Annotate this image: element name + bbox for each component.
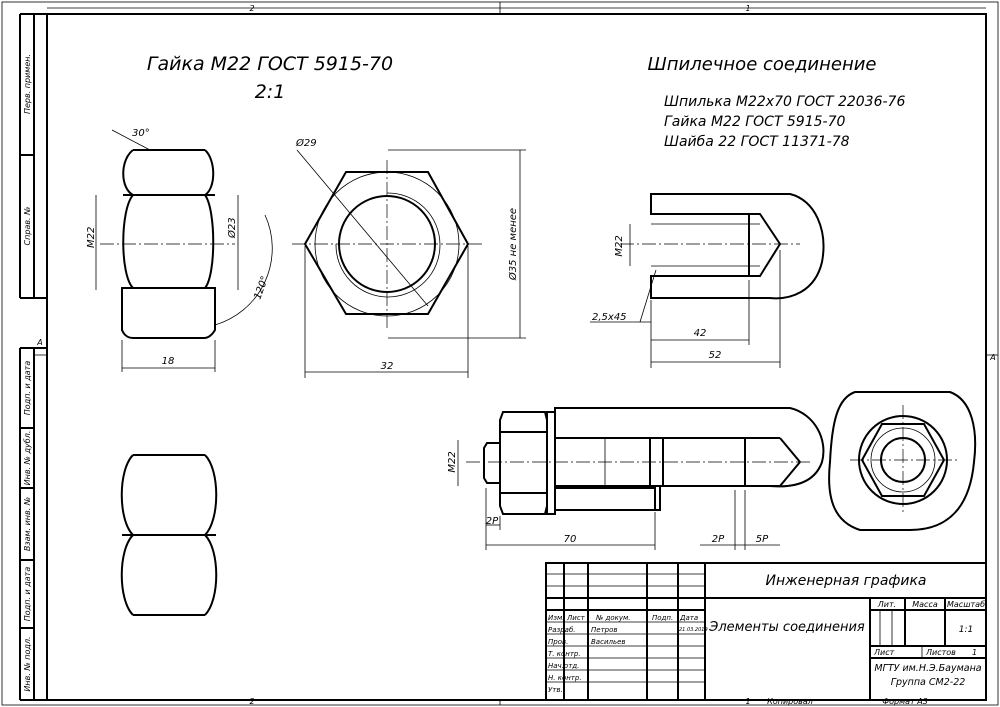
nut-side-view (120, 454, 218, 616)
tb-role-5: Н. контр. (548, 674, 582, 682)
tb-document-title: Элементы соединения (708, 620, 865, 635)
zone-side-right: A (989, 353, 995, 362)
tb-sheets-label: Листов (925, 648, 956, 657)
dim-thread-depth: 42 (694, 328, 707, 339)
tb-date: 21.03.2019 (679, 627, 708, 633)
tb-role-6: Утв. (548, 686, 563, 694)
part-3: Шайба 22 ГОСТ 11371-78 (664, 134, 850, 150)
nut-title: Гайка М22 ГОСТ 5915-70 (147, 53, 393, 75)
tb-name-1: Петров (591, 626, 618, 634)
threaded-hole-view (590, 193, 825, 368)
dim-pitch-5p: 5P (756, 534, 769, 545)
dim-height: 18 (162, 356, 175, 367)
zone-top-right: 1 (745, 4, 750, 13)
dim-chamfer-angle: 30° (132, 128, 150, 139)
dim-chamfer: 2,5х45 (592, 312, 627, 323)
zone-bottom-right: 1 (745, 697, 750, 706)
copied-label: Копировал (767, 697, 813, 706)
part-1: Шпилька М22х70 ГОСТ 22036-76 (664, 94, 905, 110)
side-label-5: Взам. инв. № (23, 497, 32, 551)
side-label-7: Инв. № подл. (23, 636, 32, 691)
dim-across-corners: Ø29 (295, 137, 317, 149)
tb-role-1: Разраб. (548, 626, 576, 634)
tb-header-izm: Изм. (548, 614, 564, 622)
nut-top-view (292, 149, 526, 378)
stud-assembly-view (457, 407, 825, 550)
dim-outer-dia: Ø35 не менее (507, 208, 519, 281)
tb-sheet-label: Лист (873, 648, 895, 657)
tb-org-line2: Группа СМ2-22 (891, 677, 966, 688)
tb-role-4: Нач.отд. (548, 662, 579, 670)
tb-lit-label: Лит. (877, 600, 896, 609)
tb-name-2: Васильев (591, 638, 626, 646)
dim-hole-depth: 52 (709, 350, 722, 361)
tb-mass-label: Масса (912, 600, 938, 609)
zone-bottom-left: 2 (249, 697, 254, 706)
dim-thread: М22 (86, 227, 97, 248)
dim-across-flats: 32 (381, 361, 394, 372)
assembly-top-view (828, 391, 977, 531)
tb-org-line1: МГТУ им.Н.Э.Баумана (874, 663, 981, 674)
tb-header-sign: Подп. (652, 614, 673, 622)
tb-role-2: Пров. (548, 638, 568, 646)
tb-header-doc: № докум. (595, 614, 631, 622)
side-label-2: Справ. № (23, 207, 32, 246)
tb-scale-label: Масштаб (947, 600, 985, 609)
dim-stud-thread: М22 (447, 451, 458, 472)
side-label-4: Инв. № дубл. (23, 431, 32, 486)
title-block (545, 562, 987, 701)
tb-discipline: Инженерная графика (765, 573, 926, 589)
tb-role-3: Т. контр. (548, 650, 581, 658)
side-strip (19, 13, 47, 701)
dim-stud-length: 70 (564, 534, 577, 545)
tb-header-date: Дата (679, 614, 698, 622)
dim-pitch-2p: 2P (712, 534, 725, 545)
nut-front-view (95, 129, 273, 372)
side-label-6: Подп. и дата (23, 567, 32, 622)
tb-scale-value: 1:1 (959, 625, 973, 635)
tb-sheets-value: 1 (972, 648, 977, 657)
dim-inner-dia: Ø23 (226, 217, 238, 239)
dim-hole-thread: М22 (614, 235, 625, 256)
dim-stud-end: 2P (486, 516, 499, 527)
tb-header-list: Лист (566, 614, 586, 622)
assembly-title: Шпилечное соединение (647, 54, 876, 75)
zone-top-left: 2 (249, 4, 254, 13)
part-2: Гайка М22 ГОСТ 5915-70 (664, 114, 845, 130)
zone-side-left: A (36, 338, 42, 347)
side-label-1: Перв. примен. (23, 54, 32, 114)
format-label: Формат А3 (882, 697, 928, 706)
dim-angle: 120° (252, 275, 271, 301)
nut-scale: 2:1 (255, 81, 286, 103)
side-label-3: Подп. и дата (23, 361, 32, 416)
